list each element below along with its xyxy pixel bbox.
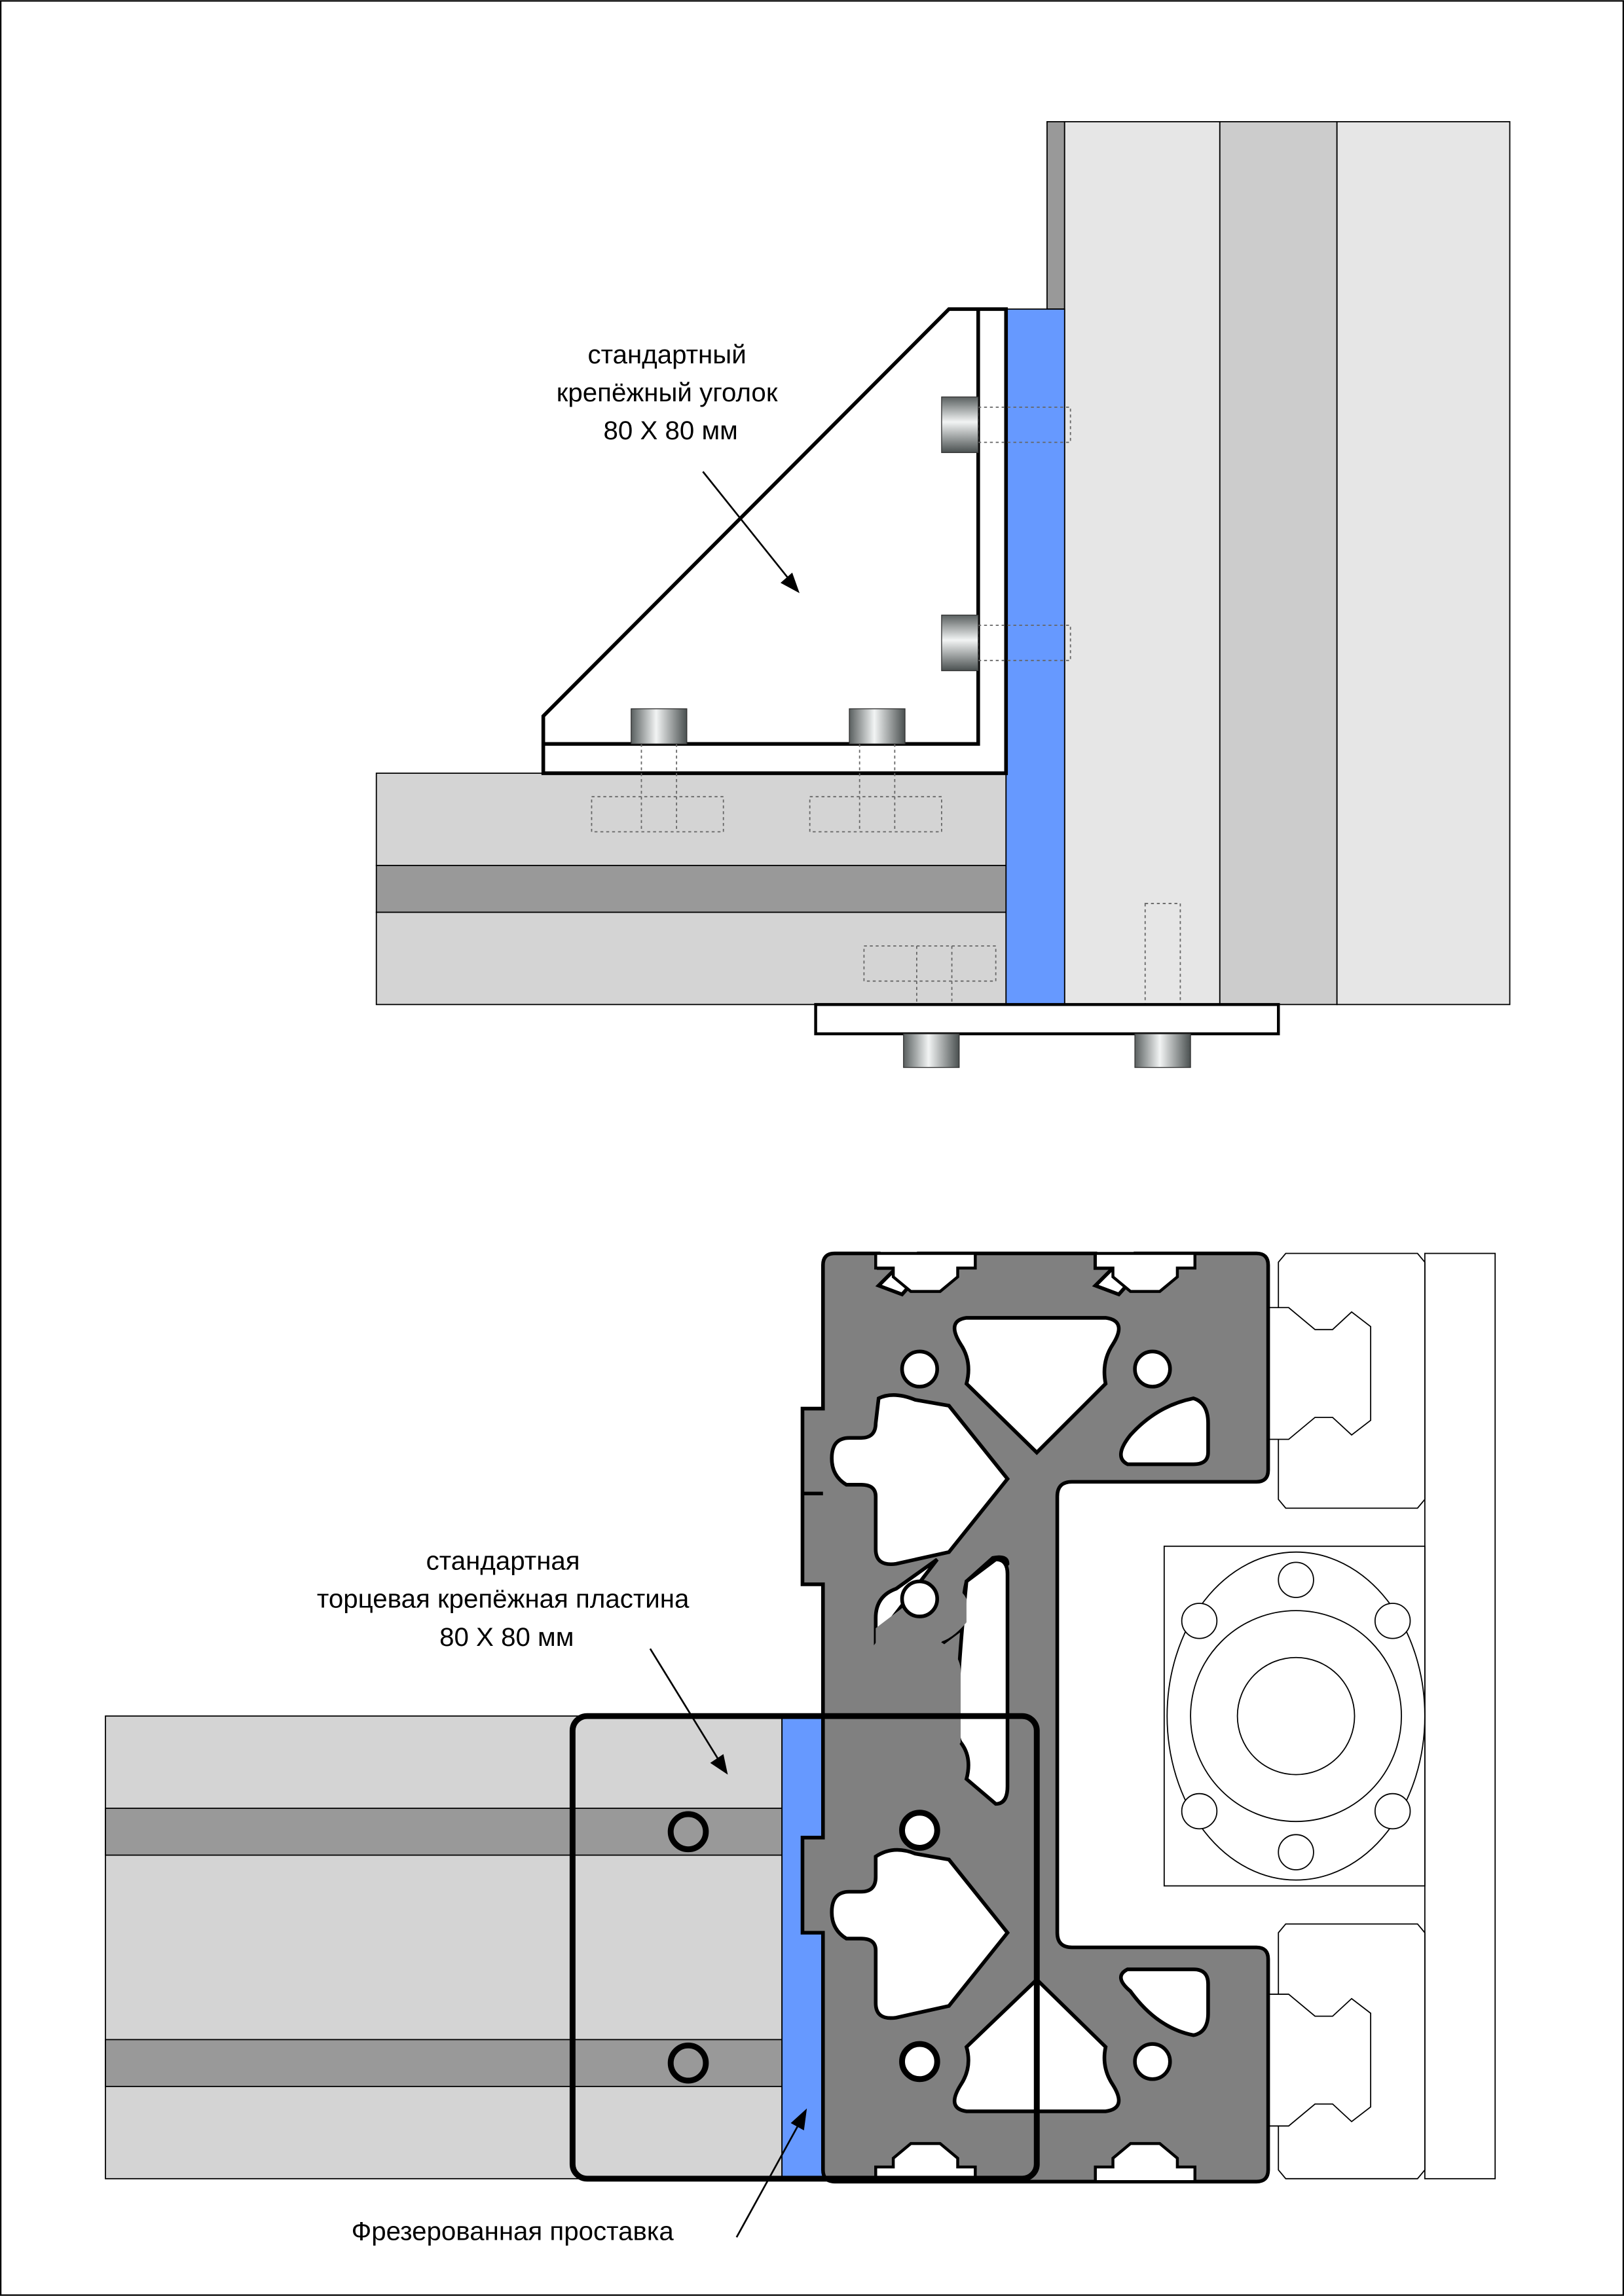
bearing-bore <box>1236 1656 1356 1776</box>
bottom-view: стандартная торцевая крепёжная пластина … <box>105 1251 1496 2246</box>
t-nut <box>1251 1994 1372 2127</box>
horizontal-profile-face <box>375 773 1007 866</box>
top-view: стандартный крепёжный уголок 80 X 80 мм <box>375 120 1511 1068</box>
arrowhead-icon <box>790 2108 807 2131</box>
bolt-head-icon <box>1134 1033 1191 1068</box>
leader-line <box>702 471 792 582</box>
vertical-profile-edge <box>1046 120 1065 310</box>
bolt-head-icon <box>903 1033 960 1068</box>
profile-cavities <box>830 1316 1210 2113</box>
vertical-profile-face <box>1336 120 1511 1006</box>
bolt-head-icon <box>941 614 979 672</box>
bolt-head-icon <box>631 708 688 744</box>
flange-outline <box>1166 1551 1426 1881</box>
leader-line <box>735 2119 802 2238</box>
milled-spacer <box>1005 308 1065 1006</box>
end-plate-outline <box>569 1713 1040 2182</box>
spacer-label: Фрезерованная проставка <box>352 2217 674 2246</box>
plate-bolt-icon <box>667 2042 709 2084</box>
horizontal-profile-groove <box>375 865 1007 913</box>
profile-slots <box>874 1252 1197 2183</box>
flange-holes <box>1181 1561 1411 1870</box>
plate-bolt-icon <box>667 1811 709 1853</box>
arrowhead-icon <box>780 572 800 593</box>
arrowhead-icon <box>710 1754 728 1775</box>
vertical-profile-groove <box>1219 120 1338 1006</box>
horizontal-profile-face <box>375 911 1007 1006</box>
angle-bracket <box>541 307 1008 775</box>
bearing-housing <box>1163 1545 1426 1887</box>
end-plate-label: стандартная торцевая крепёжная пластина … <box>317 1546 697 1652</box>
bracket-label: стандартный крепёжный уголок 80 X 80 мм <box>557 340 785 445</box>
bearing-ring <box>1190 1610 1402 1823</box>
leader-line <box>649 1648 722 1764</box>
vertical-profile-face <box>1063 120 1221 1006</box>
bolt-head-icon <box>849 708 906 744</box>
profile-bores <box>899 1349 1172 2083</box>
horizontal-profile <box>105 1715 783 2179</box>
t-nut <box>1251 1307 1372 1440</box>
bolt-head-icon <box>941 396 979 453</box>
rail-profile <box>1424 1252 1496 2179</box>
end-plate <box>814 1003 1280 1036</box>
